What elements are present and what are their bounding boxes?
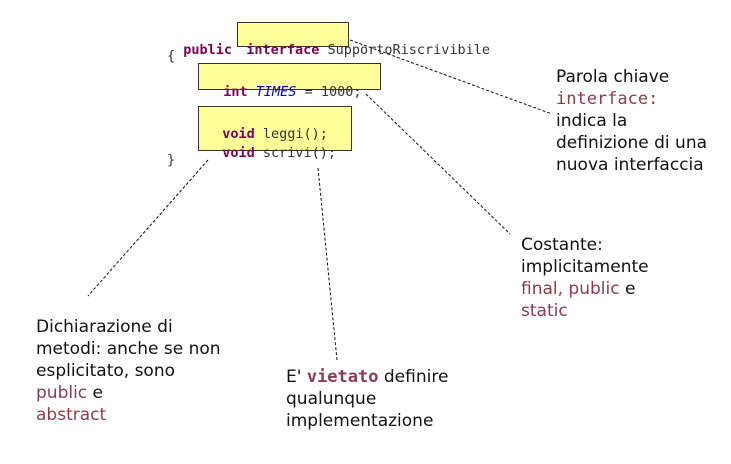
public-keyword: public <box>183 42 233 58</box>
note-methods-public: public <box>36 383 88 403</box>
interface-keyword-highlight <box>237 22 349 47</box>
code-close-brace: } <box>167 152 176 168</box>
connector-constant <box>365 93 511 235</box>
note-constant-modifiers: final, public <box>521 279 620 299</box>
note-forbidden-pre: E' <box>286 367 307 387</box>
note-forbidden-desc: definire qualunque implementazione <box>286 367 449 431</box>
note-methods-desc: anche se non esplicitato, sono <box>36 339 221 381</box>
method-leggi: leggi(); <box>254 126 328 142</box>
note-interface-keyword: interface: <box>556 89 659 109</box>
code-open-brace: { <box>167 48 176 64</box>
int-keyword: int <box>223 84 248 100</box>
note-forbidden-keyword: vietato <box>306 367 379 387</box>
note-methods-abstract: abstract <box>36 405 107 425</box>
method-scrivi: scrivi(); <box>254 145 337 161</box>
note-methods-and: e <box>87 383 104 403</box>
code-line-method-leggi: void leggi(); <box>206 110 328 142</box>
code-line-constant: int TIMES = 1000; <box>207 68 361 100</box>
interface-keyword: interface <box>246 42 320 58</box>
note-forbidden: E' vietato definire qualunque implementa… <box>286 366 516 432</box>
note-interface: Parola chiave interface: indica la defin… <box>556 66 726 176</box>
interface-name: SupportoRiscrivibile <box>327 42 491 58</box>
connector-methods <box>87 159 209 297</box>
void-keyword: void <box>222 126 255 142</box>
code-line-interface-declaration: public interface SupportoRiscrivibile <box>167 26 490 58</box>
note-interface-desc: indica la definizione di una nuova inter… <box>556 111 708 175</box>
methods-highlight <box>198 106 352 151</box>
note-methods: Dichiarazione di metodi: anche se non es… <box>36 316 226 426</box>
connector-forbidden <box>317 167 338 361</box>
code-line-method-scrivi: void scrivi(); <box>206 129 336 161</box>
note-interface-title: Parola chiave <box>556 67 670 87</box>
note-constant-and: e <box>619 279 636 299</box>
note-constant-static: static <box>521 301 568 321</box>
note-constant-title: Costante: <box>521 235 603 255</box>
note-constant: Costante: implicitamente final, public e… <box>521 234 721 322</box>
note-constant-desc: implicitamente <box>521 257 649 277</box>
constant-value: = 1000; <box>296 84 362 100</box>
void-keyword: void <box>222 145 255 161</box>
constant-name: TIMES <box>255 84 297 100</box>
note-methods-title: Dichiarazione di metodi: <box>36 317 173 359</box>
